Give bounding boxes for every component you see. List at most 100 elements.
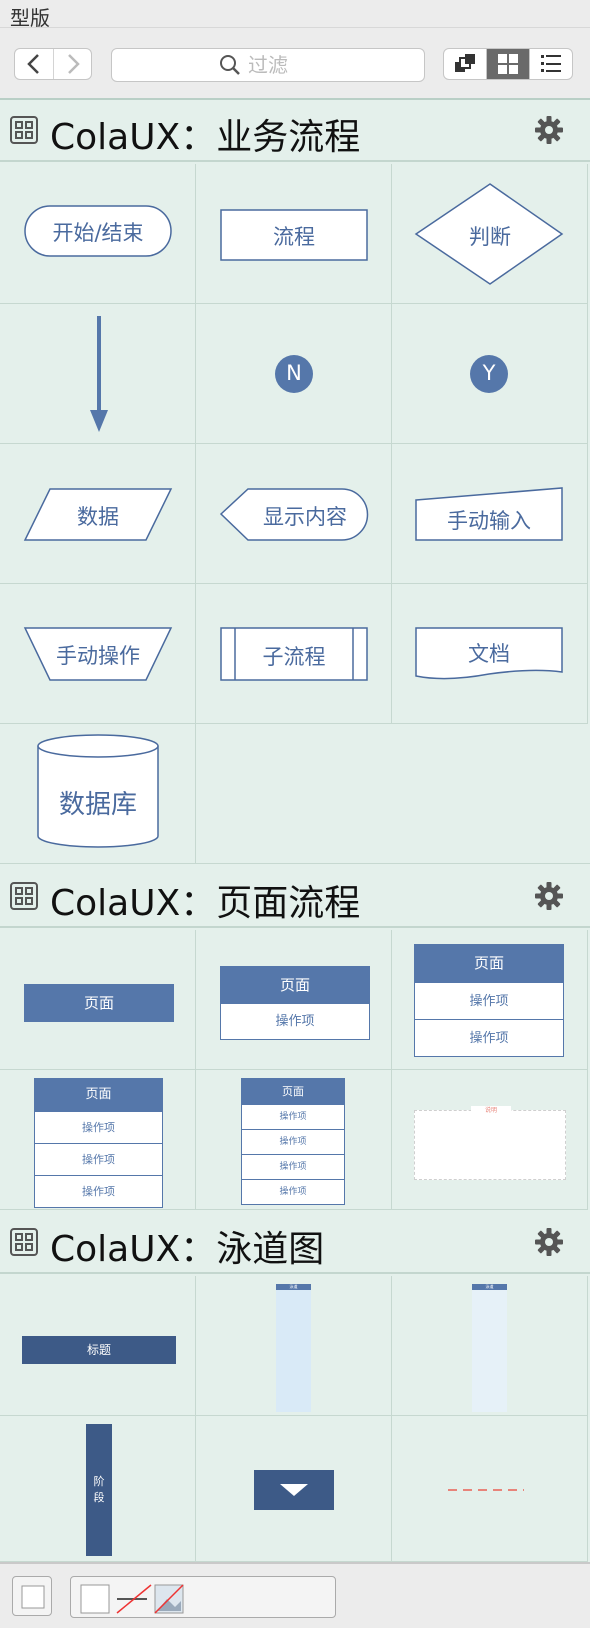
window-title: 型版 — [10, 6, 50, 30]
shape-label: 子流程 — [262, 645, 326, 669]
grid-view-icon — [498, 54, 518, 74]
gear-icon[interactable] — [534, 881, 564, 911]
page-action: 操作项 — [221, 1003, 369, 1039]
lane-title-bar[interactable]: 标题 — [0, 1276, 196, 1416]
shape-decision[interactable]: 判断 — [392, 164, 588, 304]
arrow-down-icon — [90, 316, 108, 432]
shape-manual-operation[interactable]: 手动操作 — [0, 584, 196, 724]
page-action: 操作项 — [35, 1175, 162, 1207]
dashed-line-icon — [448, 1489, 524, 1491]
section-header-business[interactable]: ColaUX：业务流程 — [0, 100, 590, 162]
shape-label: 流程 — [273, 225, 315, 249]
page-with-two-actions[interactable]: 页面 操作项 操作项 — [392, 930, 588, 1070]
gear-icon[interactable] — [534, 1227, 564, 1257]
square-icon — [21, 1585, 45, 1609]
lane-column: 泳道 — [472, 1284, 507, 1412]
shape-no-badge[interactable]: N — [196, 304, 392, 444]
triangle-down-icon — [280, 1484, 308, 1496]
back-button[interactable] — [15, 49, 53, 79]
collapse-block — [254, 1470, 334, 1510]
shape-label: 数据库 — [58, 790, 137, 820]
section-header-page-flow[interactable]: ColaUX：页面流程 — [0, 866, 590, 928]
shape-document[interactable]: 文档 — [392, 584, 588, 724]
shape-start-end[interactable]: 开始/结束 — [0, 164, 196, 304]
shape-process[interactable]: 流程 — [196, 164, 392, 304]
shape-label: 手动操作 — [56, 644, 140, 668]
layers-view-button[interactable] — [444, 49, 486, 79]
search-box[interactable] — [111, 48, 425, 82]
lane-header: 泳道 — [472, 1284, 507, 1290]
style-preview-group[interactable] — [70, 1576, 336, 1618]
shape-database[interactable]: 数据库 — [0, 724, 196, 864]
page-with-three-actions[interactable]: 页面 操作项 操作项 操作项 — [0, 1070, 196, 1210]
page-block: 页面 操作项 操作项 操作项 操作项 — [241, 1078, 345, 1205]
shape-label: Y — [482, 361, 496, 385]
list-view-icon — [541, 55, 561, 72]
shape-arrow-connector[interactable] — [0, 304, 196, 444]
grid-icon — [10, 116, 38, 144]
grid-icon — [10, 882, 38, 910]
shape-display[interactable]: 显示内容 — [196, 444, 392, 584]
gear-icon[interactable] — [534, 115, 564, 145]
shape-tool-button[interactable] — [12, 1576, 52, 1616]
page-action: 操作项 — [35, 1111, 162, 1143]
lane-separator[interactable] — [392, 1416, 588, 1562]
window-title-bar: 型版 — [0, 0, 590, 30]
page-action: 操作项 — [242, 1104, 344, 1129]
section-title: ColaUX：页面流程 — [50, 883, 361, 924]
page-with-one-action[interactable]: 页面 操作项 — [196, 930, 392, 1070]
shape-manual-input[interactable]: 手动输入 — [392, 444, 588, 584]
list-view-button[interactable] — [529, 49, 572, 79]
shape-label: 文档 — [468, 642, 510, 666]
lane-collapse-toggle[interactable] — [196, 1416, 392, 1562]
shape-label: 开始/结束 — [52, 221, 144, 245]
shape-label: 显示内容 — [263, 505, 347, 529]
page-block: 页面 — [24, 984, 174, 1022]
grid-icon — [10, 1228, 38, 1256]
shape-subprocess[interactable]: 子流程 — [196, 584, 392, 724]
note-label: 说明 — [471, 1106, 511, 1116]
shape-label: N — [286, 361, 302, 385]
shape-data[interactable]: 数据 — [0, 444, 196, 584]
page-action: 操作项 — [35, 1143, 162, 1175]
page-block: 页面 操作项 操作项 操作项 — [34, 1078, 163, 1208]
view-mode-group — [443, 48, 573, 80]
nav-button-group — [14, 48, 92, 80]
style-preview-icons — [80, 1584, 184, 1614]
page-action: 操作项 — [242, 1154, 344, 1179]
grid-view-button[interactable] — [486, 49, 529, 79]
lane-title: 标题 — [22, 1336, 176, 1364]
phase-bar: 阶 段 — [86, 1424, 112, 1556]
page-with-four-actions[interactable]: 页面 操作项 操作项 操作项 操作项 — [196, 1070, 392, 1210]
lane-header: 泳道 — [276, 1284, 311, 1290]
page-header: 页面 — [242, 1079, 344, 1104]
page-action: 操作项 — [242, 1179, 344, 1204]
section-title: ColaUX：业务流程 — [50, 117, 361, 158]
lane-column-blue[interactable]: 泳道 — [196, 1276, 392, 1416]
page-single[interactable]: 页面 — [0, 930, 196, 1070]
search-icon — [220, 55, 240, 75]
bottom-toolbar — [0, 1562, 590, 1628]
page-header: 页面 — [415, 945, 563, 982]
search-input[interactable] — [248, 53, 318, 77]
chevron-right-icon — [67, 54, 80, 74]
page-action: 操作项 — [242, 1129, 344, 1154]
lane-column: 泳道 — [276, 1284, 311, 1412]
section-header-swimlane[interactable]: ColaUX：泳道图 — [0, 1212, 590, 1274]
note-box: 说明 — [414, 1106, 566, 1180]
shape-label: 判断 — [469, 225, 511, 249]
lane-column-light[interactable]: 泳道 — [392, 1276, 588, 1416]
page-header: 页面 — [221, 967, 369, 1003]
page-note[interactable]: 说明 — [392, 1070, 588, 1210]
phase-char: 段 — [93, 1491, 105, 1504]
forward-button[interactable] — [53, 49, 91, 79]
page-action: 操作项 — [415, 1019, 563, 1056]
shape-label: 数据 — [77, 505, 119, 529]
chevron-left-icon — [27, 54, 39, 74]
shape-yes-badge[interactable]: Y — [392, 304, 588, 444]
toolbar — [0, 28, 590, 100]
page-block: 页面 操作项 操作项 — [414, 944, 564, 1057]
layers-view-icon — [455, 54, 475, 72]
phase-char: 阶 — [93, 1475, 105, 1488]
lane-phase[interactable]: 阶 段 — [0, 1416, 196, 1562]
